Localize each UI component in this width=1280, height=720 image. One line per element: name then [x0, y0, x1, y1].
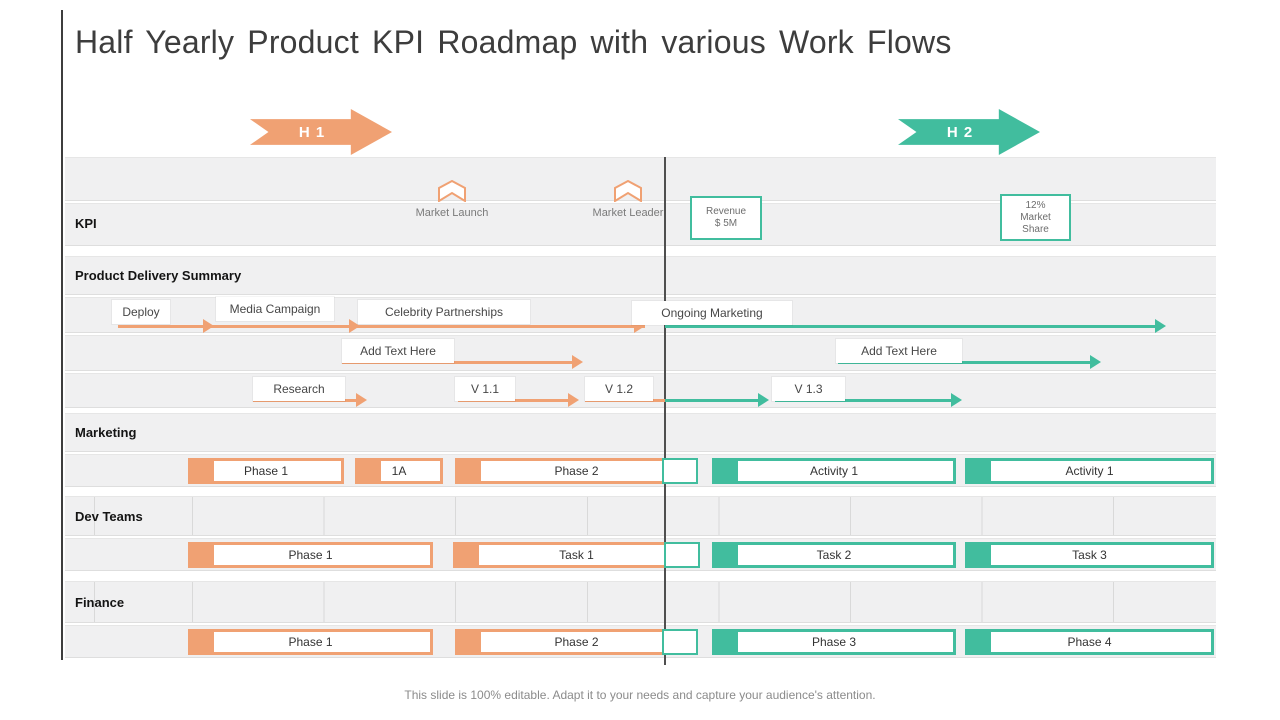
flow3-v13-line — [775, 399, 951, 402]
flow-label-v1-3: V 1.3 — [772, 377, 845, 401]
flow1-h2-line — [665, 325, 1157, 328]
finance-bar-phase2: Phase 2 — [455, 629, 698, 655]
flow3-arrowhead-4 — [951, 393, 962, 407]
marketing-bar-phase1-body — [214, 461, 341, 481]
row-flow2 — [65, 335, 1216, 371]
market-share-kpi-box: 12% Market Share — [1000, 194, 1071, 241]
finance-bar-phase1: Phase 1 — [188, 629, 433, 655]
marketing-bar-activity1-b-label: Activity 1 — [1065, 464, 1114, 478]
flow1-h1-line — [118, 325, 645, 328]
marketing-bar-phase2-h2-tail — [662, 458, 698, 484]
dev-bar-phase1: Phase 1 — [188, 542, 433, 568]
dev-bar-task1-label: Task 1 — [559, 548, 594, 562]
market-share-line1: 12% — [1025, 199, 1046, 211]
marketing-bar-activity1-b-body — [991, 461, 1211, 481]
flow3-v12-line-h2 — [665, 399, 758, 402]
flow1-arrowhead-1 — [203, 319, 214, 333]
marketing-bar-activity1-b: Activity 1 — [965, 458, 1214, 484]
finance-bar-phase2-h2-tail — [662, 629, 698, 655]
dev-bar-task3-label: Task 3 — [1072, 548, 1107, 562]
revenue-kpi-box: Revenue $ 5M — [690, 196, 762, 240]
dev-bar-task2-label: Task 2 — [816, 548, 852, 562]
h2-label: H 2 — [946, 123, 974, 141]
marketing-bar-phase2: Phase 2 — [455, 458, 698, 484]
finance-bar-phase3-label: Phase 3 — [811, 635, 857, 649]
market-share-line2: Market — [1020, 211, 1051, 223]
dev-bar-task1-h2-tail — [664, 542, 700, 568]
marketing-bar-activity1-a-body — [738, 461, 953, 481]
marketing-bar-1a: 1A — [355, 458, 443, 484]
finance-bar-phase3-body — [738, 632, 953, 652]
finance-section-label: Finance — [75, 595, 125, 610]
flow1-arrowhead-4 — [1155, 319, 1166, 333]
product-delivery-summary-label: Product Delivery Summary — [75, 268, 242, 283]
marketing-bar-phase2-label: Phase 2 — [554, 464, 599, 478]
row-finance-header — [65, 581, 1216, 623]
dev-teams-section-label: Dev Teams — [75, 509, 143, 524]
flow-label-deploy: Deploy — [112, 300, 170, 324]
finance-bar-phase2-label: Phase 2 — [554, 635, 599, 649]
flow2-h1-line — [342, 361, 572, 364]
h1-period-arrow: H 1 — [250, 109, 392, 155]
marketing-bar-phase1: Phase 1 — [188, 458, 344, 484]
market-leader-chevron-icon — [613, 179, 643, 207]
marketing-bar-phase1-label: Phase 1 — [243, 464, 289, 478]
h2-period-arrow: H 2 — [898, 109, 1040, 155]
flow1-arrowhead-3 — [634, 319, 645, 333]
marketing-bar-activity1-a: Activity 1 — [712, 458, 956, 484]
flow3-arrowhead-1 — [356, 393, 367, 407]
dev-bar-task1-body — [479, 545, 697, 565]
h1-label: H 1 — [298, 123, 326, 141]
flow2-arrowhead-2 — [1090, 355, 1101, 369]
marketing-bar-phase2-body — [481, 461, 695, 481]
finance-bar-phase2-body — [481, 632, 695, 652]
market-launch-chevron-icon — [437, 179, 467, 207]
dev-bar-task1: Task 1 — [453, 542, 700, 568]
marketing-section-label: Marketing — [75, 425, 137, 440]
revenue-kpi-line1: Revenue — [705, 206, 747, 217]
marketing-bar-1a-body — [381, 461, 440, 481]
market-launch-label: Market Launch — [415, 207, 489, 219]
flow-label-v1-2: V 1.2 — [585, 377, 653, 401]
flow-label-research: Research — [253, 377, 345, 401]
finance-bar-phase1-body — [214, 632, 430, 652]
dev-bar-phase1-body — [214, 545, 430, 565]
row-dev-header — [65, 496, 1216, 536]
flow-label-add-text-h2: Add Text Here — [836, 339, 962, 363]
finance-bar-phase4-body — [991, 632, 1211, 652]
flow2-arrowhead-1 — [572, 355, 583, 369]
page-title: Half Yearly Product KPI Roadmap with var… — [75, 24, 952, 60]
flow1-arrowhead-2 — [349, 319, 360, 333]
kpi-row-label: KPI — [75, 216, 97, 231]
flow-label-media-campaign: Media Campaign — [216, 297, 334, 321]
dev-bar-task2: Task 2 — [712, 542, 956, 568]
flow-label-ongoing-marketing: Ongoing Marketing — [632, 301, 792, 325]
flow-label-celebrity-partnerships: Celebrity Partnerships — [358, 300, 530, 324]
dev-bar-task3: Task 3 — [965, 542, 1214, 568]
finance-bar-phase3: Phase 3 — [712, 629, 956, 655]
marketing-bar-1a-label: 1A — [391, 464, 407, 478]
flow3-arrowhead-2 — [568, 393, 579, 407]
finance-bar-phase1-label: Phase 1 — [288, 635, 333, 649]
h1-h2-divider-line — [664, 157, 666, 665]
market-share-line3: Share — [1022, 223, 1049, 235]
row-product-delivery-header — [65, 256, 1216, 295]
row-marketing-header — [65, 413, 1216, 452]
flow3-arrowhead-3 — [758, 393, 769, 407]
revenue-kpi-line2: $ 5M — [714, 218, 738, 229]
flow2-h2-line — [838, 361, 1090, 364]
finance-bar-phase4: Phase 4 — [965, 629, 1214, 655]
finance-bar-phase4-label: Phase 4 — [1067, 635, 1112, 649]
dev-bar-task3-body — [991, 545, 1211, 565]
dev-bar-phase1-label: Phase 1 — [288, 548, 333, 562]
flow-label-add-text-h1: Add Text Here — [342, 339, 454, 363]
flow-label-v1-1: V 1.1 — [455, 377, 515, 401]
left-accent-line — [61, 10, 63, 660]
market-leader-label: Market Leader — [592, 207, 664, 219]
editable-note: This slide is 100% editable. Adapt it to… — [404, 688, 876, 702]
marketing-bar-activity1-a-label: Activity 1 — [809, 464, 858, 478]
dev-bar-task2-body — [738, 545, 953, 565]
